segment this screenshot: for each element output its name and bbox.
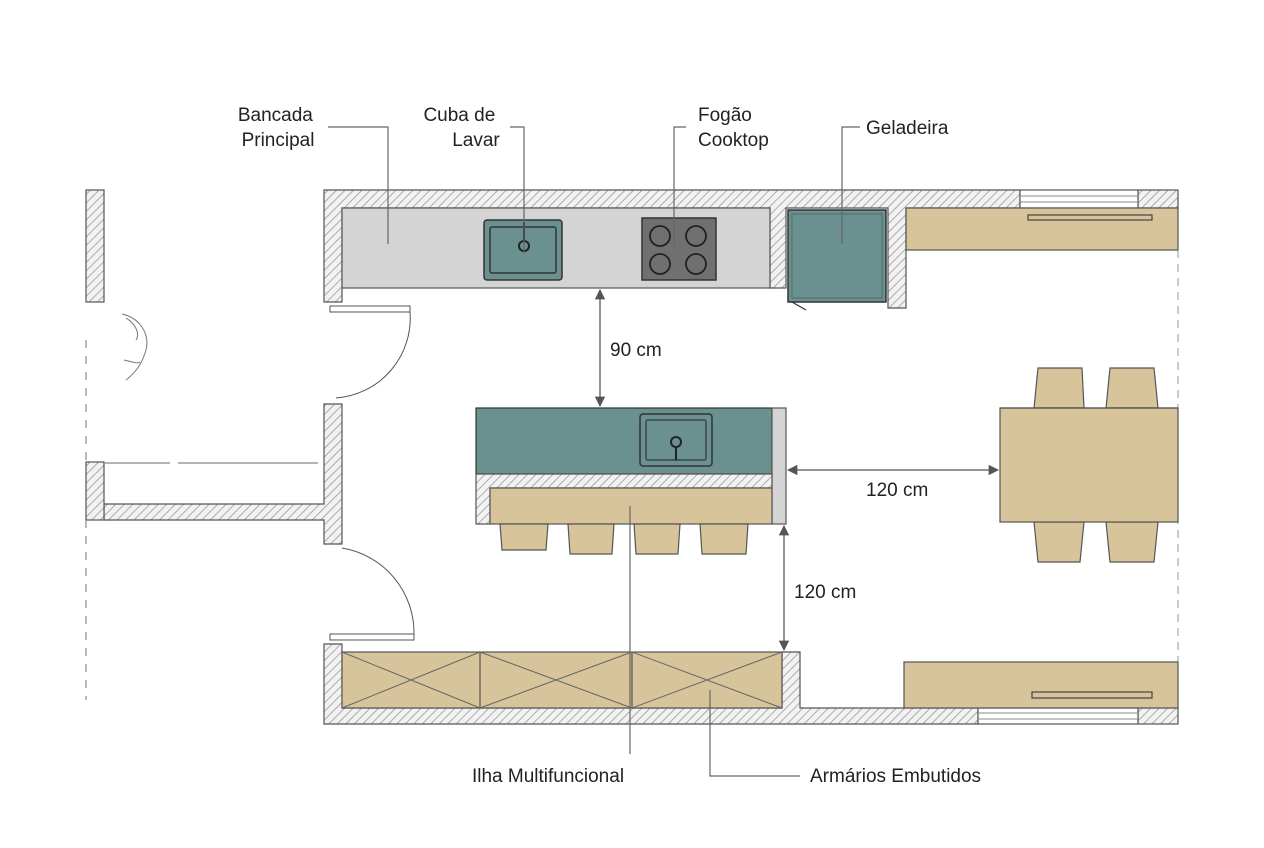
dim-counter-to-island: 90 cm — [610, 340, 662, 361]
left-wall-lower — [85, 461, 105, 521]
door-upper — [329, 305, 411, 399]
left-wall-upper — [85, 189, 105, 303]
bottom-window — [977, 707, 1139, 725]
label-bancada-principal: Bancada Principal — [238, 105, 318, 151]
left-interior-wall — [103, 403, 343, 545]
chair — [1033, 367, 1085, 409]
stool — [633, 523, 681, 555]
label-armarios-embutidos: Armários Embutidos — [810, 766, 981, 787]
chair — [1105, 367, 1159, 409]
island-sink — [639, 413, 713, 467]
label-cuba-line2: Lavar — [452, 130, 500, 151]
label-ilha-multifuncional: Ilha Multifuncional — [472, 766, 624, 787]
chair — [1033, 521, 1085, 563]
chair — [1105, 521, 1159, 563]
bottom-right-wall-stub — [1137, 707, 1179, 725]
upper-right-cabinet — [905, 207, 1179, 251]
label-fogao-line2: Cooktop — [698, 130, 769, 151]
leader-geladeira — [841, 126, 860, 244]
label-fogao-line1: Fogão — [698, 105, 752, 126]
leader-cuba — [510, 126, 525, 254]
stool — [567, 523, 615, 555]
island-stools — [499, 523, 749, 555]
stool — [499, 523, 549, 551]
island — [475, 407, 787, 525]
dining-table — [999, 367, 1179, 563]
door-lower — [329, 547, 415, 641]
label-cuba-line1: Cuba de — [423, 105, 495, 126]
door-sketch-mark — [121, 313, 148, 381]
refrigerator — [787, 209, 887, 311]
top-window — [1019, 189, 1139, 209]
top-right-wall-stub — [1137, 189, 1179, 209]
label-geladeira: Geladeira — [866, 118, 949, 139]
sink — [483, 219, 563, 281]
label-bancada-line1: Bancada — [238, 105, 313, 126]
leader-fogao — [673, 126, 686, 246]
dim-island-to-cabinets: 120 cm — [794, 582, 856, 603]
dim-island-to-table: 120 cm — [866, 480, 928, 501]
table-top — [999, 407, 1179, 523]
lower-right-cabinet — [903, 661, 1179, 709]
label-cuba-de-lavar: Cuba de Lavar — [423, 105, 500, 151]
leader-bancada — [328, 126, 389, 244]
label-bancada-line2: Principal — [242, 130, 315, 151]
built-in-cabinets — [341, 651, 783, 709]
leader-armarios — [709, 690, 800, 777]
label-fogao-cooktop: Fogão Cooktop — [698, 105, 769, 151]
cooktop — [641, 217, 717, 281]
stool — [699, 523, 749, 555]
